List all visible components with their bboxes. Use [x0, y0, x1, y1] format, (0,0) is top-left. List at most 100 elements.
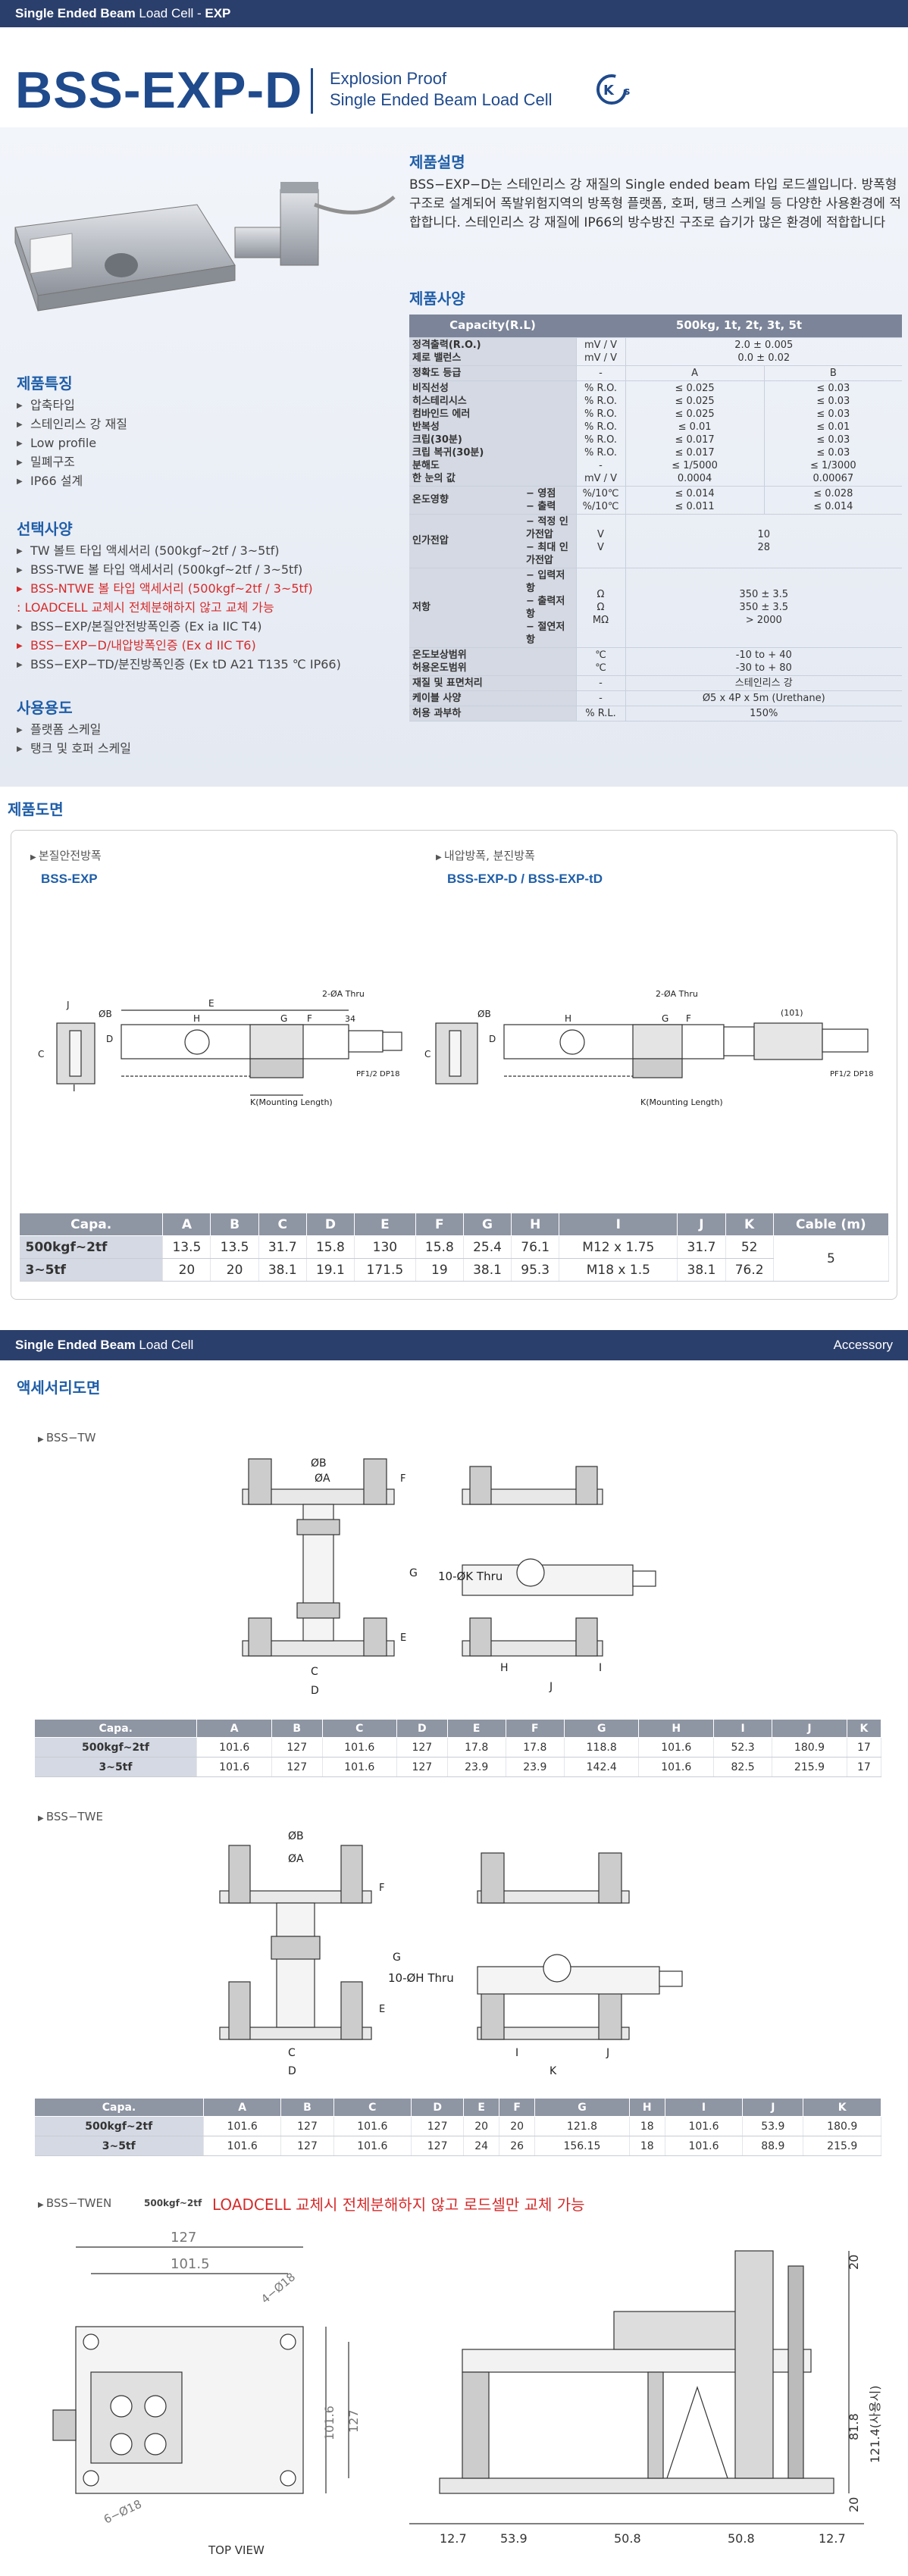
spec-unit: ℃ ℃	[575, 647, 625, 676]
table-header-cell: J	[677, 1213, 726, 1236]
table-cell: 13.5	[162, 1235, 211, 1259]
accessory-heading: 액세서리도면	[17, 1379, 101, 1397]
spec-unit: -	[575, 690, 625, 706]
spec-sublabels: − 영점− 출력	[523, 486, 576, 515]
table-header-cell: K	[725, 1213, 774, 1236]
option-item: BSS−EXP/본질안전방폭인증 (Ex ia IIC T4)	[17, 617, 341, 637]
svg-text:F: F	[379, 1883, 384, 1894]
table-cell: 19.1	[306, 1258, 355, 1282]
svg-text:G: G	[662, 1013, 668, 1024]
table-cell: 180.9	[772, 1737, 847, 1758]
twen-d20b: 20	[847, 2497, 861, 2512]
spec-value: 350 ± 3.5 350 ± 3.5 > 2000	[625, 568, 902, 648]
table-cell: 15.8	[415, 1235, 464, 1259]
twen-top-view: 127 101.5 4−Ø18 6−Ø18 101.6 127 TOP VIEW	[52, 2230, 361, 2557]
svg-text:ØA: ØA	[315, 1473, 330, 1485]
table-header-cell: A	[162, 1213, 211, 1236]
table-header-cell: D	[396, 1719, 448, 1738]
table-cell: 3~5tf	[34, 2136, 204, 2156]
svg-text:D: D	[311, 1685, 319, 1697]
table-header-cell: Capa.	[34, 2098, 204, 2117]
table-header-cell: B	[210, 1213, 259, 1236]
table-cell: 20	[210, 1258, 259, 1282]
table-cell: 101.6	[638, 1757, 715, 1777]
header-bar: Single Ended Beam Load Cell - EXP	[0, 0, 908, 27]
table-cell: 3~5tf	[34, 1757, 198, 1777]
table-cell: 101.6	[322, 1757, 398, 1777]
table-cell: 180.9	[803, 2116, 881, 2136]
spec-label: 케이블 사양	[409, 690, 576, 706]
table-cell: 17	[847, 1737, 882, 1758]
table-cell: 17	[847, 1757, 882, 1777]
page-title: BSS-EXP-D	[15, 61, 303, 119]
spec-label: 정확도 등급	[409, 365, 576, 381]
twen-d4: 4−Ø18	[258, 2270, 298, 2306]
spec-sub: − 적정 인가전압	[526, 515, 568, 540]
table-header-cell: C	[333, 2098, 412, 2117]
twen-side-view: 12.7 53.9 50.8 50.8 12.7 20 81.8 121.4(사…	[409, 2250, 882, 2546]
svg-text:K: K	[549, 2065, 557, 2077]
table-cell: 38.1	[463, 1258, 512, 1282]
feature-item: Low profile	[17, 434, 127, 453]
svg-text:I: I	[515, 2047, 518, 2059]
table-header-cell: G	[462, 1213, 512, 1236]
table-cell: 52	[725, 1235, 774, 1259]
bss-exp-pf: PF1/2 DP18	[356, 1070, 400, 1078]
twen-d1214: 121.4(사용시)	[868, 2386, 882, 2463]
svg-text:E: E	[379, 2004, 385, 2015]
table-cell: 101.6	[665, 2136, 744, 2156]
table-cell: 500kgf~2tf	[19, 1235, 164, 1259]
table-header-cell: F	[415, 1213, 464, 1236]
tw-thru: 10-ØK Thru	[438, 1570, 503, 1583]
table-cell: 20	[162, 1258, 211, 1282]
table-header-cell: F	[499, 2098, 536, 2117]
table-cell: 23.9	[447, 1757, 506, 1777]
svg-text:ØA: ØA	[288, 1853, 304, 1865]
table-cell: 127	[271, 1757, 323, 1777]
spec-value: 2.0 ± 0.005 0.0 ± 0.02	[625, 337, 902, 366]
table-header-cell: J	[772, 1719, 847, 1738]
twen-top-view-label: TOP VIEW	[208, 2543, 265, 2557]
table-cell: 101.6	[333, 2116, 412, 2136]
spec-unit: % R.O. % R.O. % R.O. % R.O. % R.O. % R.O…	[575, 380, 625, 487]
svg-text:F: F	[307, 1013, 312, 1024]
table-cell: 17.8	[506, 1737, 565, 1758]
svg-text:C: C	[288, 2047, 296, 2059]
table-cell: 127	[396, 1737, 448, 1758]
table-cell: 142.4	[564, 1757, 640, 1777]
description-text: BSS−EXP−D는 스테인리스 강 재질의 Single ended beam…	[409, 177, 901, 230]
table-cell: 18	[629, 2116, 665, 2136]
accessory-bar-title: Single Ended Beam Load Cell	[15, 1338, 193, 1353]
twen-d127: 127	[171, 2230, 196, 2246]
spec-sub: − 출력저항	[526, 595, 565, 620]
table-cell: 23.9	[506, 1757, 565, 1777]
table-header-cell: I	[664, 2098, 744, 2117]
spec-label: 재질 및 표면처리	[409, 675, 576, 691]
svg-text:ØB: ØB	[477, 1009, 491, 1019]
table-header-cell: C	[258, 1213, 307, 1236]
table-cell: 3~5tf	[19, 1258, 164, 1282]
drawing-right-model: BSS-EXP-D / BSS-EXP-tD	[447, 872, 603, 886]
feature-item: 압축타입	[17, 396, 127, 415]
features-list: 압축타입 스테인리스 강 재질 Low profile 밀폐구조 IP66 설계	[17, 396, 127, 491]
svg-text:K: K	[603, 83, 615, 99]
description-heading: 제품설명	[409, 153, 465, 171]
spec-label: 허용 과부하	[409, 706, 576, 721]
table-cell: 76.1	[511, 1235, 560, 1259]
spec-label: 비직선성 히스테리시스 컴바인드 에러 반복성 크립(30분) 크립 복귀(30…	[409, 380, 576, 487]
spec-sublabels: − 적정 인가전압− 최대 인가전압	[523, 514, 576, 568]
options-list: TW 볼트 타입 액세서리 (500kgf~2tf / 3~5tf) BSS-T…	[17, 541, 341, 675]
table-header-cell: G	[563, 1719, 640, 1738]
twen-label: BSS−TWEN	[38, 2196, 111, 2210]
subtitle-2: Single Ended Beam Load Cell	[330, 90, 553, 109]
table-cell: 101.6	[322, 1737, 398, 1758]
table-cell: 101.6	[665, 2116, 744, 2136]
twen-capa: 500kgf~2tf	[144, 2198, 202, 2208]
bss-exp-dim34: 34	[345, 1014, 355, 1024]
table-cell: 127	[271, 1737, 323, 1758]
table-cell: 38.1	[258, 1258, 307, 1282]
table-cell: 101.6	[203, 2116, 282, 2136]
